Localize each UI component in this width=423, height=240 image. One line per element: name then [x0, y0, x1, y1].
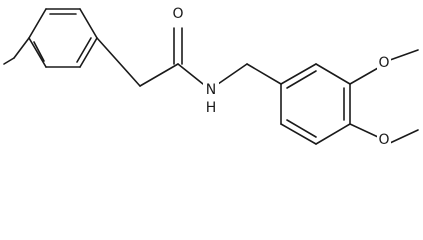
- carbonyl-oxygen-label: O: [172, 6, 183, 22]
- bond: [315, 63, 351, 85]
- methyl-bond: [13, 37, 30, 59]
- ch2-ring-bond: [246, 63, 282, 85]
- bond: [28, 8, 47, 39]
- label-bg: [377, 131, 391, 149]
- methyl-bond-end: [3, 57, 15, 65]
- label-bg: [203, 82, 219, 118]
- benzyl-bond: [96, 37, 141, 87]
- amide-hydrogen-label: H: [206, 100, 217, 116]
- tolyl-ring: [28, 8, 98, 68]
- methoxy-bottom-methyl: [389, 129, 419, 144]
- bond: [28, 37, 47, 68]
- bond: [280, 123, 317, 145]
- double-bond-inner: [286, 119, 317, 138]
- methoxy-top-bond: [349, 67, 379, 85]
- methoxy-bottom-oxygen-label: O: [378, 132, 389, 148]
- methoxy-top-methyl: [389, 49, 419, 61]
- structure-canvas: O N H O O: [3, 4, 419, 149]
- amide-nitrogen-label: N: [206, 82, 216, 98]
- methoxy-top-oxygen-label: O: [378, 55, 389, 71]
- label-bg: [377, 54, 391, 72]
- molecule-drawing: O N H O O: [3, 4, 419, 149]
- dimethoxyphenyl-ring: [280, 63, 351, 145]
- double-bond-inner: [286, 70, 317, 89]
- ch2-carbonyl-bond: [139, 63, 179, 87]
- bond: [280, 63, 317, 85]
- bond: [315, 123, 351, 145]
- bond: [79, 8, 98, 39]
- n-ch2-bond: [217, 63, 248, 85]
- amide-bond: [177, 63, 204, 85]
- label-bg: [171, 4, 185, 22]
- double-bond-inner: [33, 41, 45, 62]
- double-bond-inner: [76, 37, 92, 63]
- bond: [79, 37, 98, 68]
- methoxy-bottom-bond: [349, 123, 379, 138]
